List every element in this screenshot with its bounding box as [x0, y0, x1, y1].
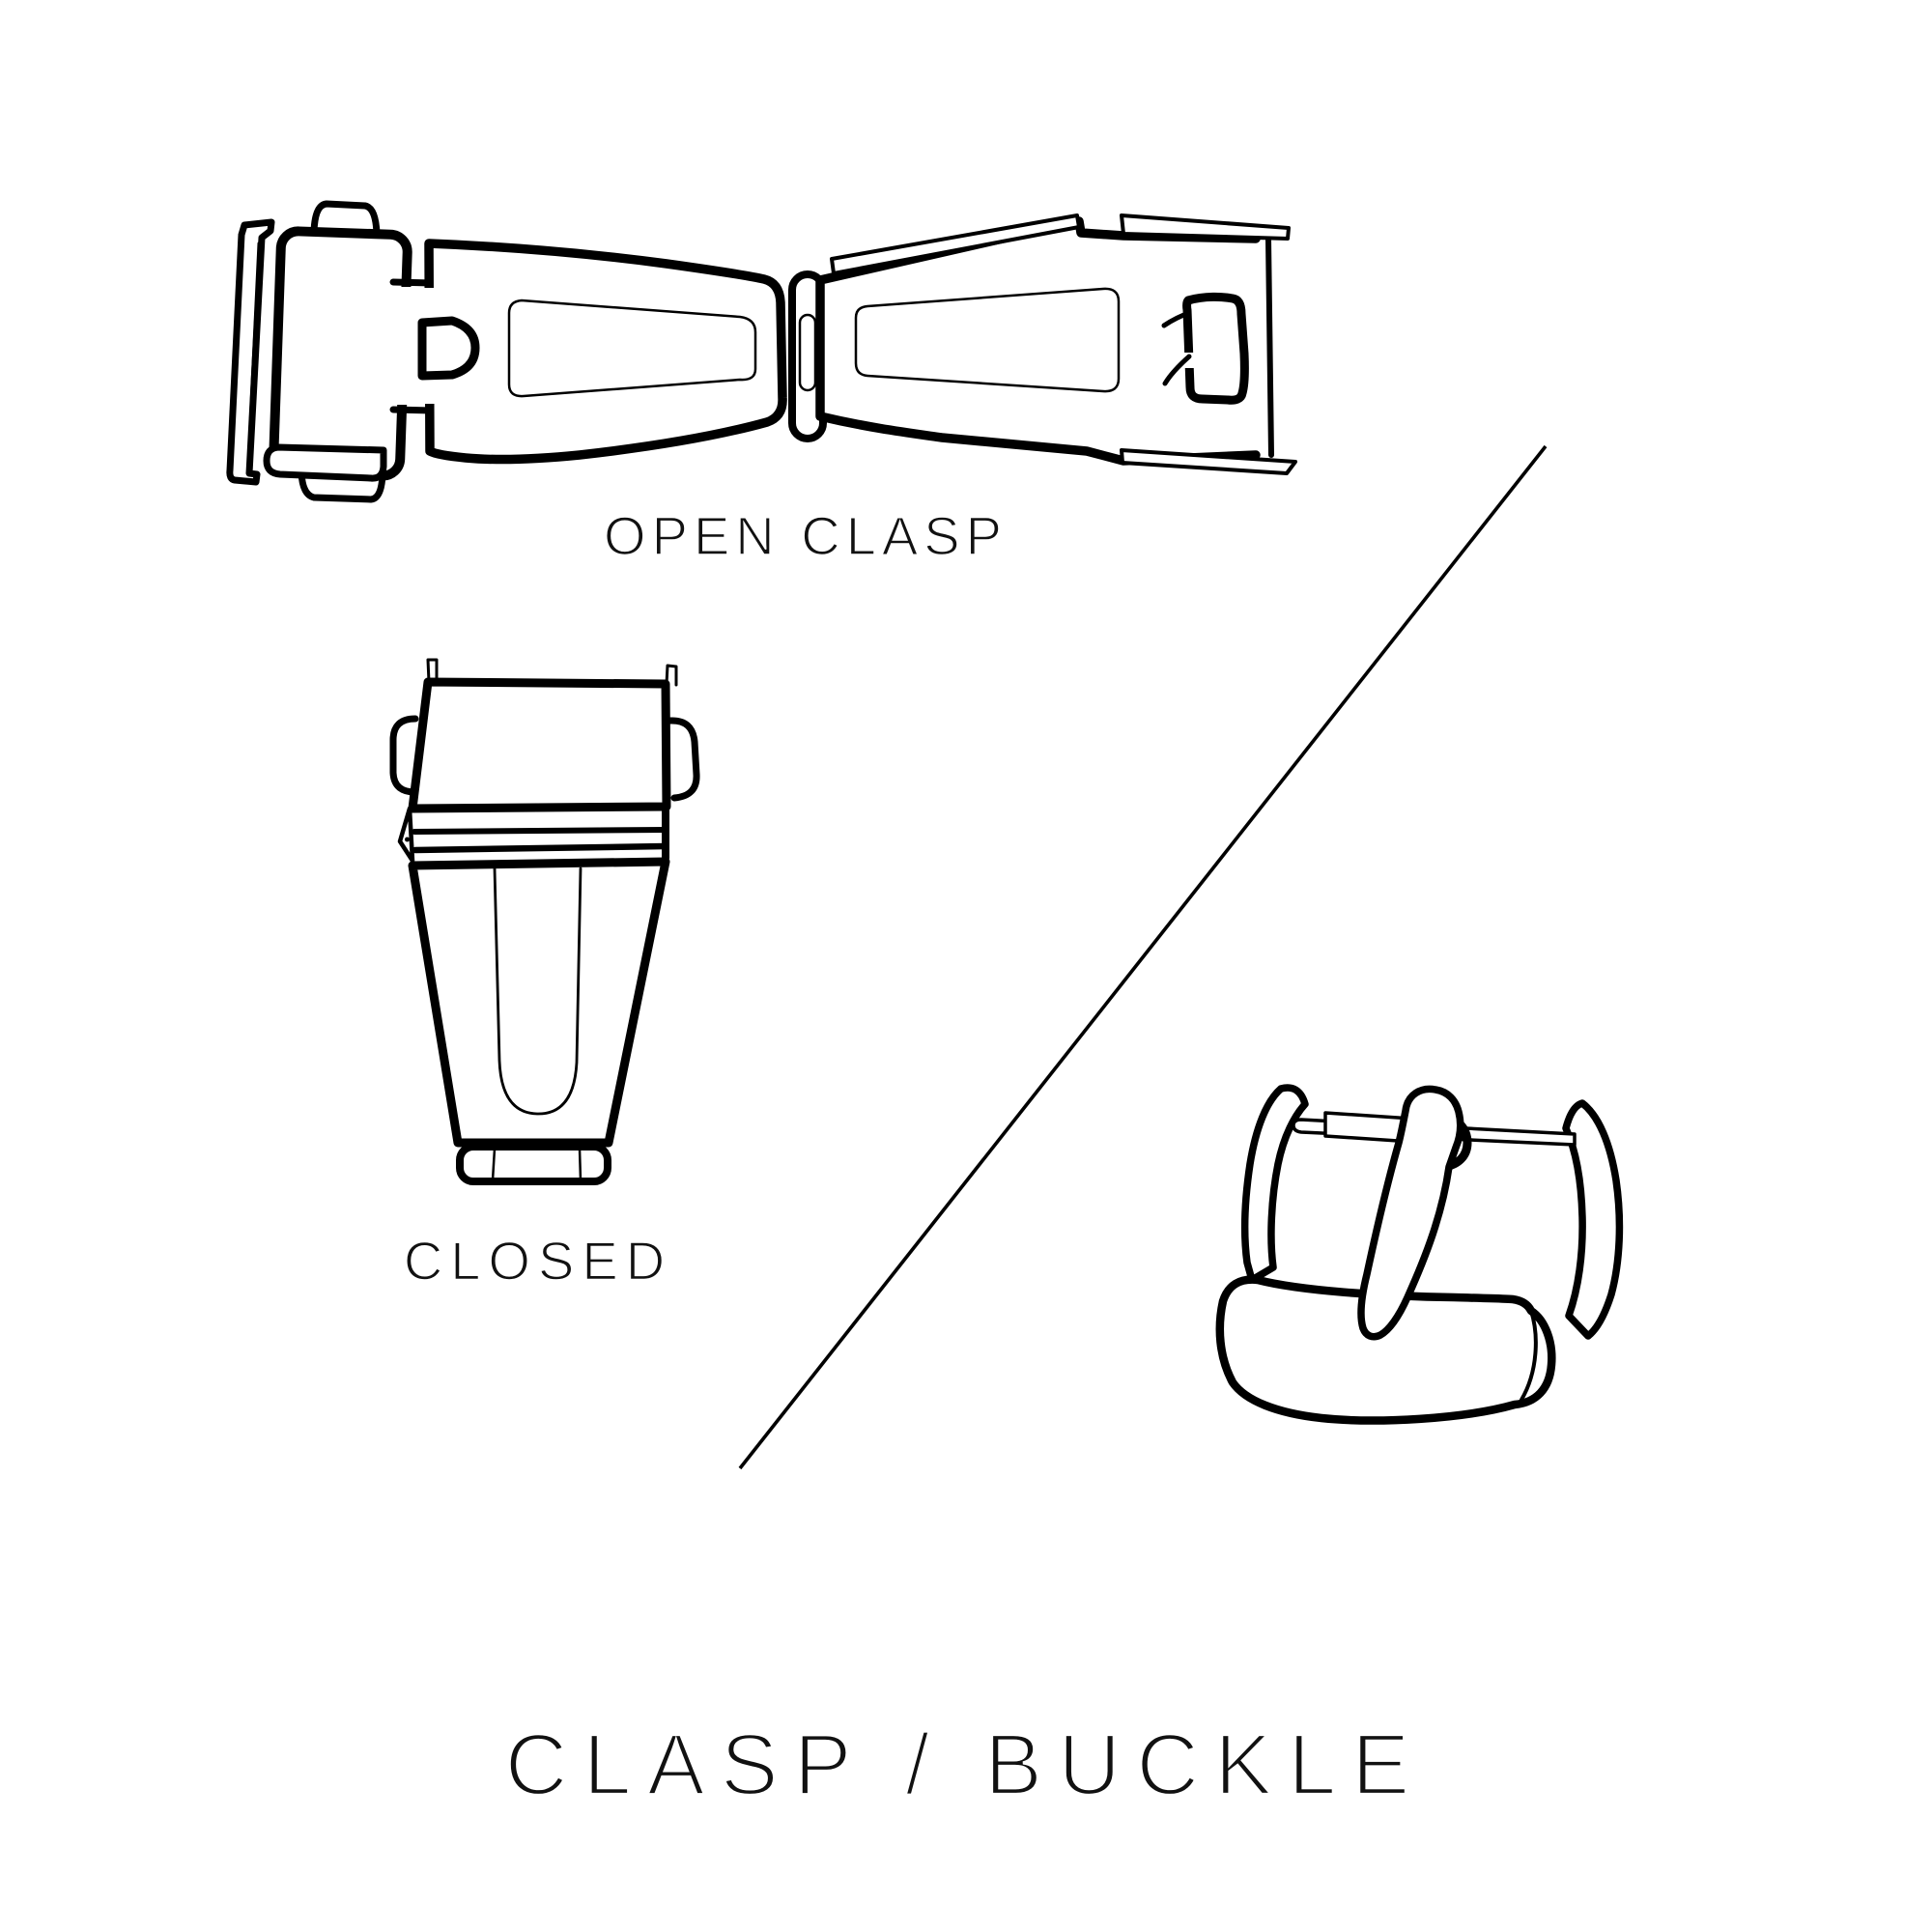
svg-text:OPEN CLASP: OPEN CLASP: [604, 505, 1008, 566]
svg-text:CLOSED: CLOSED: [404, 1231, 672, 1292]
svg-text:CLASP / BUCKLE: CLASP / BUCKLE: [505, 1718, 1426, 1814]
